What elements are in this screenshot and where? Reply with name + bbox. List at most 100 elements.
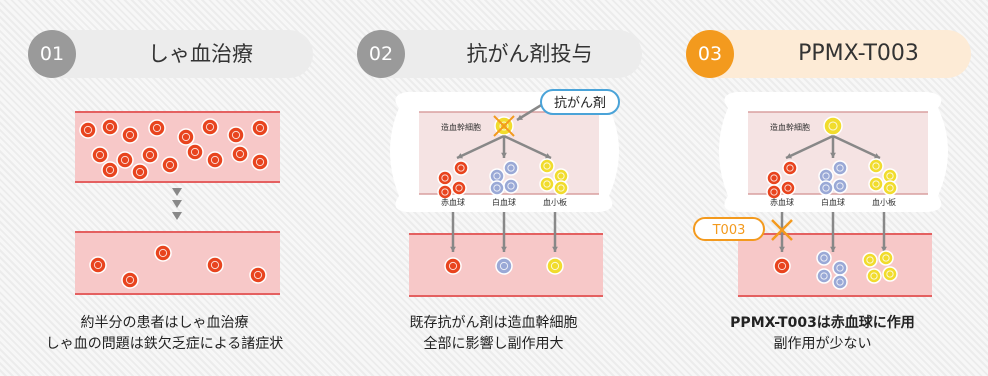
red-blood-cell	[161, 156, 179, 174]
red-blood-cell	[177, 128, 195, 146]
platelet	[546, 257, 564, 275]
red-blood-cell	[206, 151, 224, 169]
red-blood-cell	[444, 257, 462, 275]
red-blood-cell	[201, 118, 219, 136]
red-blood-cell	[154, 244, 172, 262]
white-blood-cell	[816, 250, 832, 266]
step-number: 03	[686, 30, 734, 78]
t003-callout	[693, 217, 765, 241]
red-blood-cell	[453, 160, 469, 176]
bloodletting-diagram	[75, 111, 280, 295]
step-title: PPMX-T003	[798, 41, 919, 66]
vessel-reduced	[75, 232, 280, 294]
red-blood-cell	[251, 119, 269, 137]
red-cell-label: 赤血球	[770, 197, 794, 207]
white-blood-cell	[495, 257, 513, 275]
white-blood-cell	[503, 178, 519, 194]
panel-bloodletting: 01 しゃ血治療 約半分の患者はしゃ血治療 しゃ血の問題は鉄欠乏症による諸症状	[0, 0, 329, 376]
red-blood-cell	[206, 256, 224, 274]
white-blood-cell	[489, 180, 505, 196]
white-cell-label: 白血球	[821, 197, 845, 207]
platelet-label: 血小板	[543, 197, 567, 207]
arrow-to-white	[830, 136, 836, 158]
white-blood-cell	[832, 274, 848, 290]
red-blood-cell	[251, 153, 269, 171]
t003-x-mark	[771, 219, 793, 241]
platelet	[868, 158, 884, 174]
red-blood-cell	[437, 184, 453, 200]
drug-x-mark	[493, 115, 515, 137]
arrow-platelet-release	[881, 212, 887, 252]
white-blood-cell	[832, 260, 848, 276]
red-blood-cell	[121, 126, 139, 144]
red-blood-cell	[249, 266, 267, 284]
t003-label: T003	[712, 223, 746, 238]
stem-cell-label: 造血幹細胞	[441, 122, 481, 132]
red-blood-cell	[91, 146, 109, 164]
stem-cell	[823, 116, 843, 136]
platelet	[882, 168, 898, 184]
red-blood-cell	[437, 170, 453, 186]
red-blood-cell	[116, 151, 134, 169]
red-blood-cell	[227, 126, 245, 144]
platelet	[868, 176, 884, 192]
red-blood-cell	[141, 146, 159, 164]
platelet	[539, 158, 555, 174]
red-blood-cell	[79, 121, 97, 139]
platelet	[866, 268, 882, 284]
caption-line-1: 約半分の患者はしゃ血治療	[80, 315, 249, 331]
red-blood-cell	[101, 161, 119, 179]
step-header: 01 しゃ血治療	[28, 30, 313, 78]
white-blood-cell	[832, 178, 848, 194]
step-number: 02	[357, 30, 405, 78]
red-blood-cell	[451, 180, 467, 196]
panel-chemotherapy: 02 抗がん剤投与 造血幹細胞赤血球 白血球 血小板 抗がん剤 既存抗がん剤は造血幹細…	[329, 0, 658, 376]
drug-arrow	[516, 102, 544, 122]
red-blood-cell	[121, 271, 139, 289]
white-blood-cell	[818, 180, 834, 196]
platelet	[878, 250, 894, 266]
red-cell-label: 赤血球	[441, 197, 465, 207]
red-blood-cell	[766, 184, 782, 200]
arrow-to-red	[456, 134, 505, 160]
arrow-red-release	[450, 212, 456, 252]
platelet	[862, 252, 878, 268]
stem-cell-label: 造血幹細胞	[770, 122, 810, 132]
caption-line-2: 全部に影響し副作用大	[423, 336, 564, 352]
caption-line-2: しゃ血の問題は鉄欠乏症による諸症状	[45, 336, 284, 352]
step-number: 01	[28, 30, 76, 78]
panel-ppmx-t003: 03 PPMX-T003 造血幹細胞赤血球 白血球 血小板 T003 PPMX-T00…	[658, 0, 987, 376]
down-arrows	[172, 188, 182, 220]
red-blood-cell	[131, 163, 149, 181]
arrow-to-white	[501, 136, 507, 158]
red-blood-cell	[101, 118, 119, 136]
red-blood-cell	[766, 170, 782, 186]
step-header: 02 抗がん剤投与	[357, 30, 642, 78]
caption-line-1: 既存抗がん剤は造血幹細胞	[409, 315, 578, 331]
white-blood-cell	[816, 268, 832, 284]
platelet	[539, 176, 555, 192]
arrow-to-platelet	[832, 134, 881, 160]
drug-label: 抗がん剤	[554, 95, 606, 111]
arrow-white-release	[830, 212, 836, 252]
red-blood-cell	[231, 145, 249, 163]
drug-callout	[540, 89, 620, 115]
platelet	[553, 180, 569, 196]
platelet	[882, 180, 898, 196]
step-title: 抗がん剤投与	[466, 42, 593, 66]
platelet-label: 血小板	[872, 197, 896, 207]
arrow-to-platelet	[503, 134, 552, 160]
red-blood-cell	[773, 257, 791, 275]
arrow-white-release	[501, 212, 507, 252]
red-blood-cell	[780, 180, 796, 196]
white-cell-label: 白血球	[492, 197, 516, 207]
red-blood-cell	[782, 160, 798, 176]
red-blood-cell	[89, 256, 107, 274]
caption-line-2: 副作用が少ない	[773, 336, 872, 352]
step-title: しゃ血治療	[148, 42, 253, 66]
caption-line-1: PPMX-T003は赤血球に作用	[730, 315, 915, 331]
white-blood-cell	[503, 160, 519, 176]
red-blood-cell	[148, 119, 166, 137]
platelet	[882, 266, 898, 282]
